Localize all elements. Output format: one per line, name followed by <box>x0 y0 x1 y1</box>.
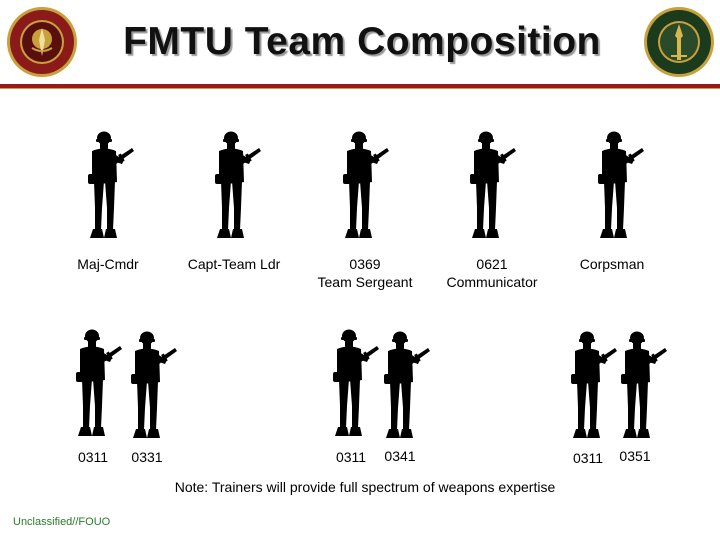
role-label-line1: Corpsman <box>579 256 645 272</box>
mos-label: 0351 <box>619 448 651 464</box>
role-label: 0621 Communicator <box>432 255 552 291</box>
classification-marking: Unclassified//FOUO <box>13 516 111 528</box>
header-divider <box>0 84 720 88</box>
role-label: 0369 Team Sergeant <box>305 255 425 291</box>
soldier-silhouette-icon <box>72 328 124 440</box>
marsoc-seal-icon <box>6 6 78 78</box>
soldier-silhouette-icon <box>127 330 179 442</box>
soldier-silhouette-icon <box>211 130 263 242</box>
mos-label: 0331 <box>131 449 163 465</box>
role-label: Maj-Cmdr <box>58 255 158 273</box>
role-label-line1: Capt-Team Ldr <box>187 256 281 272</box>
role-label-line2: Communicator <box>446 274 538 290</box>
mos-label: 0311 <box>572 450 604 466</box>
soldier-silhouette-icon <box>617 330 669 442</box>
role-label-line1: Maj-Cmdr <box>77 256 139 272</box>
soldier-silhouette-icon <box>594 130 646 242</box>
soldier-silhouette-icon <box>329 328 381 440</box>
ussocom-seal-icon <box>643 6 715 78</box>
soldier-silhouette-icon <box>84 130 136 242</box>
mos-label: 0341 <box>384 448 416 464</box>
mos-label: 0311 <box>77 449 109 465</box>
soldier-silhouette-icon <box>466 130 518 242</box>
soldier-silhouette-icon <box>567 330 619 442</box>
role-label-line1: 0369 <box>349 256 381 272</box>
weapons-note: Note: Trainers will provide full spectru… <box>174 479 556 495</box>
role-label: Capt-Team Ldr <box>170 255 298 273</box>
mos-label: 0311 <box>335 449 367 465</box>
soldier-silhouette-icon <box>339 130 391 242</box>
role-label: Corpsman <box>562 255 662 273</box>
soldier-silhouette-icon <box>380 330 432 442</box>
header-divider-accent <box>0 88 720 89</box>
role-label-line1: 0621 <box>476 256 508 272</box>
role-label-line2: Team Sergeant <box>317 274 413 290</box>
slide-header <box>0 0 720 84</box>
page-title: FMTU Team Composition <box>123 20 601 63</box>
